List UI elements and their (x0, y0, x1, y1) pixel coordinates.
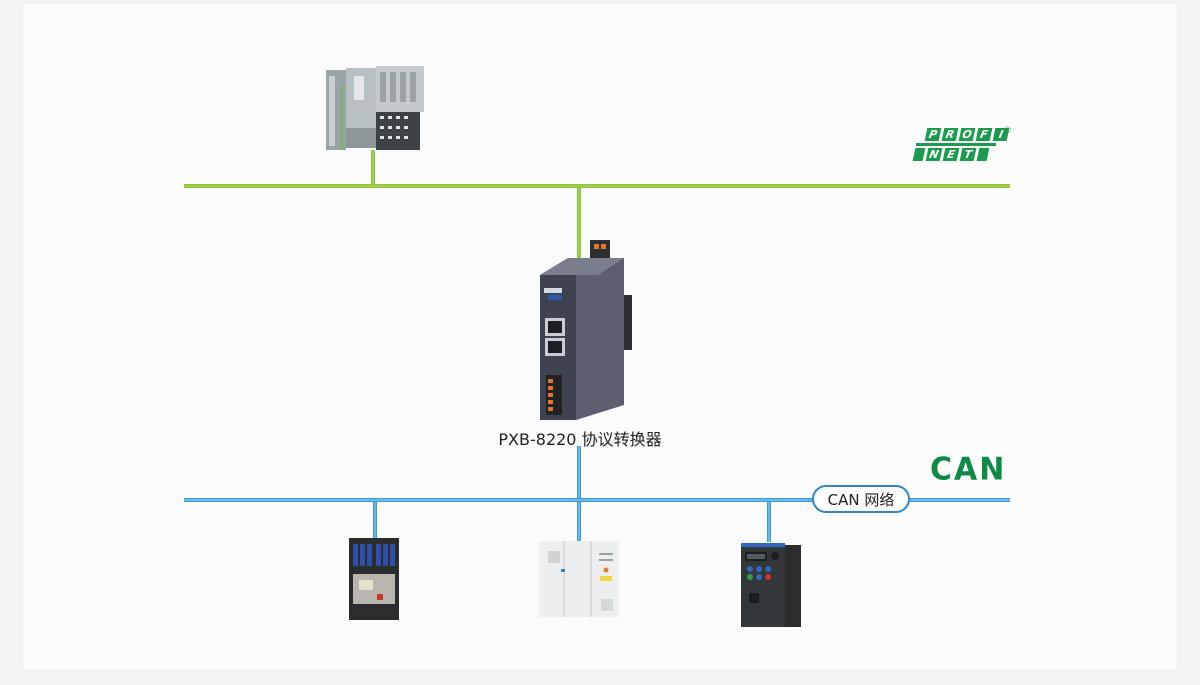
electrical-cabinet-device (539, 541, 619, 617)
can-drop-gateway (577, 446, 581, 500)
frequency-inverter-device (741, 543, 801, 627)
can-drop-device-1 (373, 502, 377, 540)
can-logo: CAN (930, 451, 1007, 488)
control-cabinet-device (349, 538, 399, 620)
profinet-logo-bar (916, 143, 996, 146)
plc-device (326, 66, 426, 151)
can-network-label: CAN 网络 (812, 485, 910, 513)
gateway-device (528, 240, 638, 425)
can-bus-line (184, 498, 1010, 502)
registered-mark: ® (1003, 126, 1012, 136)
profinet-drop-gateway (577, 186, 581, 258)
gateway-label: PXB-8220 协议转换器 (498, 430, 662, 449)
profinet-drop-plc (371, 150, 375, 186)
can-drop-device-2 (577, 502, 581, 542)
profinet-bus-line (184, 184, 1010, 188)
can-drop-device-3 (767, 502, 771, 542)
